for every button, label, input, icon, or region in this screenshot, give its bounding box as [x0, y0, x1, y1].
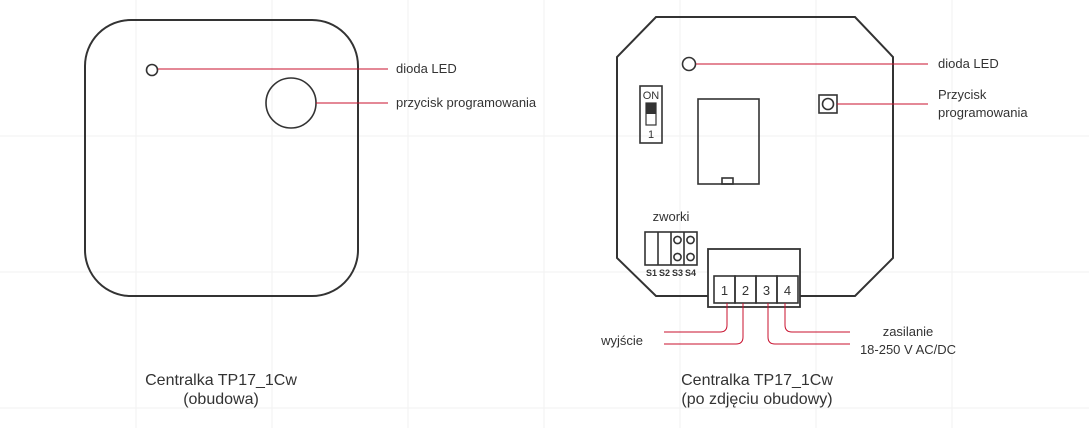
- jumper-s3-label: S3: [672, 268, 683, 278]
- housing-led: [145, 63, 159, 77]
- terminal-1-label: 1: [721, 283, 728, 298]
- jumper-s4-label: S4: [685, 268, 696, 278]
- output-wire-1: [664, 303, 728, 333]
- housing-led-label: dioda LED: [396, 61, 457, 76]
- board-button-label-line1: Przycisk: [938, 87, 987, 102]
- board-caption-line2: (po zdjęciu obudowy): [681, 391, 832, 408]
- board-caption-line1: Centralka TP17_1Cw: [681, 372, 833, 389]
- output-label: wyjście: [600, 333, 643, 348]
- dip-switch-one-label: 1: [648, 129, 654, 141]
- jumper-s4-pin-bottom: [686, 252, 695, 262]
- board-led: [681, 56, 697, 72]
- jumpers-label: zworki: [653, 209, 690, 224]
- housing-diagram: dioda LED przycisk programowania Central…: [84, 19, 537, 408]
- board-outline: [616, 16, 894, 297]
- terminal-3-label: 3: [763, 283, 770, 298]
- terminal-2-label: 2: [742, 283, 749, 298]
- relay-component: [697, 98, 760, 185]
- dip-switch: [639, 85, 663, 144]
- supply-wire-2: [767, 303, 850, 345]
- supply-label-line2: 18-250 V AC/DC: [860, 342, 956, 357]
- supply-wire-1: [784, 303, 850, 333]
- board-program-button-cap: [821, 97, 835, 111]
- housing-program-button: [265, 77, 317, 129]
- housing-button-label: przycisk programowania: [396, 95, 537, 110]
- dip-switch-knob: [646, 103, 656, 114]
- terminal-4: [776, 275, 799, 304]
- output-wire-2: [664, 303, 744, 345]
- terminal-4-label: 4: [784, 283, 791, 298]
- relay-notch: [721, 177, 734, 185]
- dip-switch-on-label: ON: [643, 90, 660, 102]
- housing-caption-line2: (obudowa): [183, 391, 259, 408]
- supply-label-line1: zasilanie: [883, 324, 934, 339]
- housing-outline: [84, 19, 359, 297]
- board-button-label-line2: programowania: [938, 105, 1028, 120]
- jumper-s1-label: S1: [646, 268, 657, 278]
- jumper-s2-label: S2: [659, 268, 670, 278]
- board-diagram: dioda LED Przycisk programowania ON 1 zw…: [600, 16, 1028, 408]
- board-led-label: dioda LED: [938, 56, 999, 71]
- terminal-block: [707, 248, 801, 308]
- housing-caption-line1: Centralka TP17_1Cw: [145, 372, 297, 389]
- jumper-s3-pin-bottom: [673, 252, 682, 262]
- jumper-s4-pin-top: [686, 235, 695, 245]
- jumper-s3-pin-top: [673, 235, 682, 245]
